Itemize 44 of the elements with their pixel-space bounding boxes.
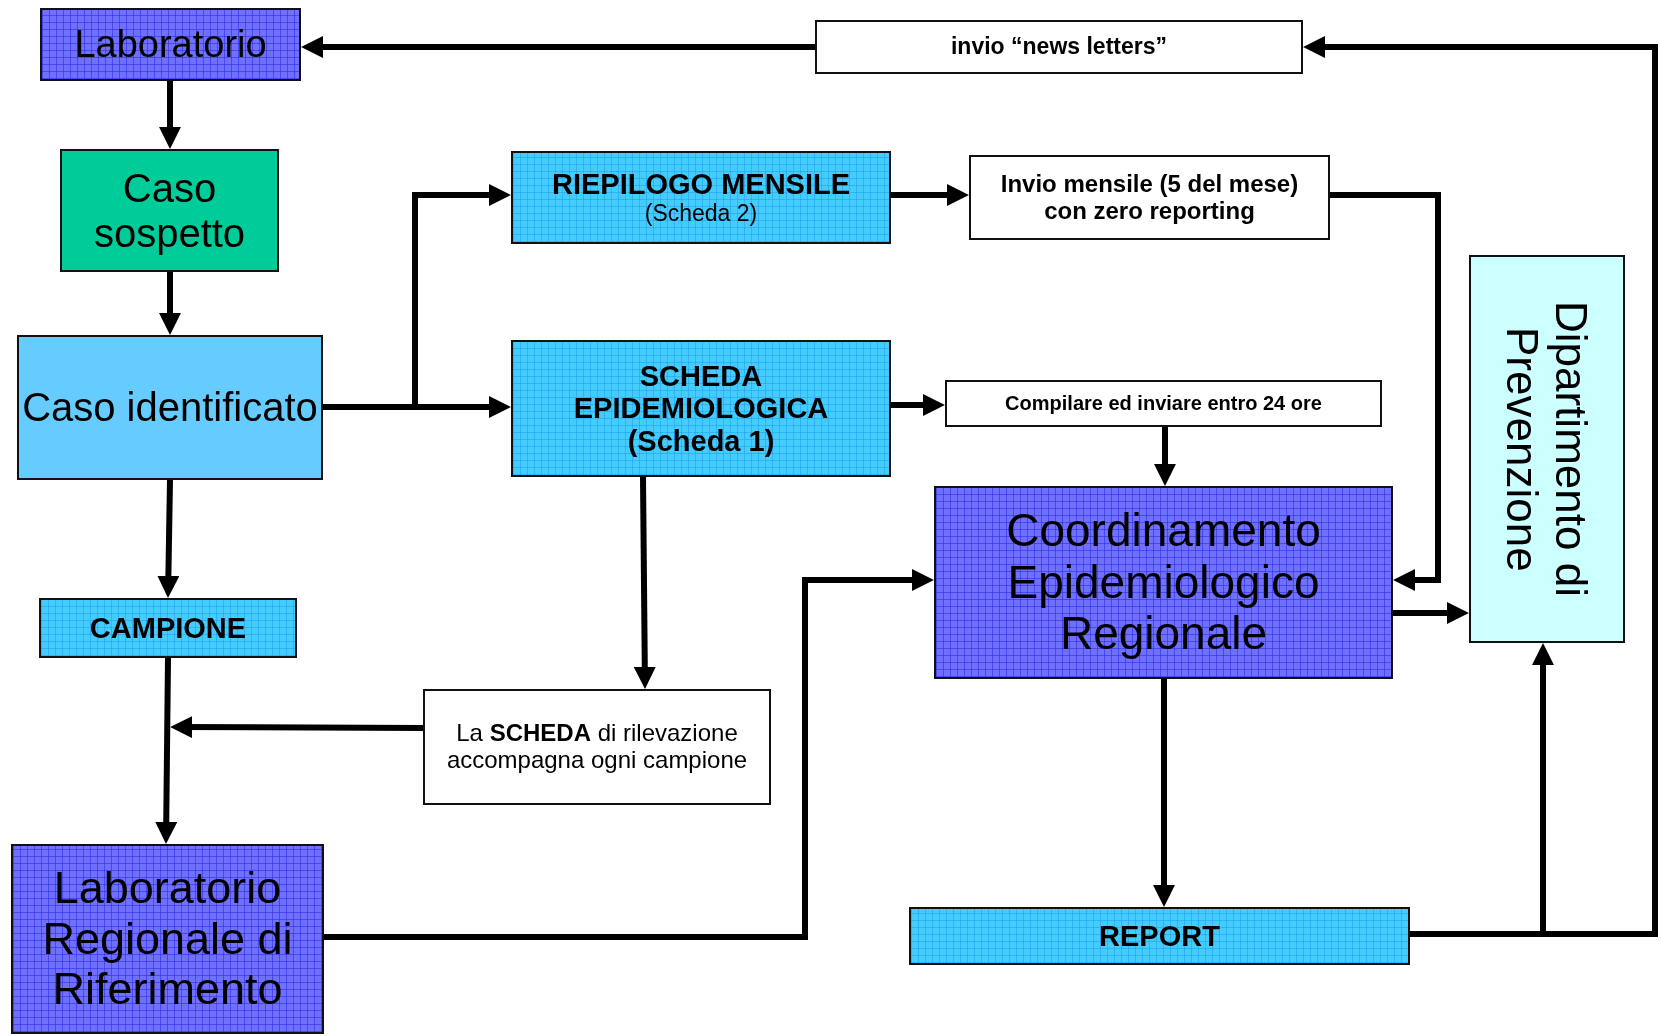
- process-box: [17, 335, 323, 480]
- arrow: [155, 657, 178, 844]
- arrow: [159, 81, 181, 149]
- node-label: Caso identificato: [22, 385, 318, 430]
- arrow: [324, 569, 934, 940]
- arrow: [301, 36, 815, 58]
- process-box: [39, 598, 297, 658]
- arrow: [633, 476, 656, 689]
- process-box: [511, 151, 891, 244]
- node-label: RIEPILOGO MENSILE: [551, 168, 851, 201]
- note-box: [945, 380, 1382, 427]
- node-label: invio “news letters”: [951, 34, 1167, 60]
- node-label: Laboratorio: [74, 23, 267, 66]
- note-box: [815, 20, 1303, 74]
- arrow: [1303, 36, 1658, 937]
- node-label: La SCHEDA di rilevazione accompagna ogni campione: [445, 720, 749, 774]
- arrow: [891, 394, 945, 416]
- node-label: Dipartimento di Prevenzione: [1497, 300, 1597, 599]
- arrow: [159, 272, 181, 335]
- process-box: [934, 486, 1393, 679]
- note-box: [969, 155, 1330, 240]
- node-label: Coordinamento Epidemiologico Regionale: [1005, 505, 1322, 660]
- process-box: [511, 340, 891, 477]
- arrow: [1393, 602, 1469, 624]
- process-box: [11, 844, 324, 1034]
- process-box: [909, 907, 1410, 965]
- process-box: [40, 8, 301, 81]
- node-label: Compilare ed inviare entro 24 ore: [1005, 392, 1322, 415]
- arrow: [1153, 679, 1175, 907]
- arrow: [891, 184, 969, 206]
- arrow: [1154, 427, 1176, 486]
- process-box: [60, 149, 279, 272]
- node-label: Laboratorio Regionale di Riferimento: [41, 863, 294, 1015]
- node-label: Invio mensile (5 del mese) con zero reporting: [999, 170, 1300, 225]
- arrow: [170, 716, 423, 739]
- node-label: (Scheda 2): [644, 200, 758, 227]
- node-label: Caso sospetto: [92, 165, 247, 256]
- node-label: CAMPIONE: [89, 611, 247, 645]
- node-label: SCHEDA EPIDEMIOLOGICA (Scheda 1): [572, 359, 830, 458]
- arrow: [1330, 192, 1441, 591]
- node-label: REPORT: [1099, 919, 1220, 953]
- arrow: [157, 479, 180, 598]
- process-box: [1469, 255, 1625, 643]
- note-box: [423, 689, 771, 805]
